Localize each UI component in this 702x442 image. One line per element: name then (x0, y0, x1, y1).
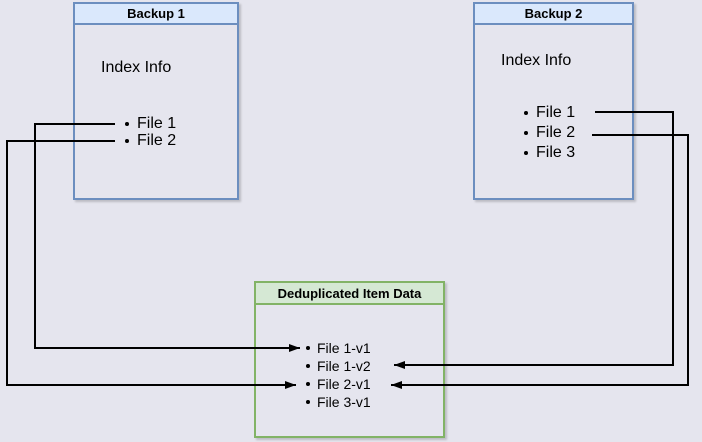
backup1-index-info-label: Index Info (101, 59, 172, 76)
dedup-file1v2-item: File 1-v2 (306, 357, 371, 375)
backup2-file2-label: File 2 (536, 124, 576, 141)
dedup-file1v1-item: File 1-v1 (306, 339, 371, 357)
dedup-file1v2-label: File 1-v2 (317, 358, 371, 374)
backup2-file1-item: File 1 (524, 103, 575, 123)
backup1-title: Backup 1 (75, 4, 237, 25)
dedup-file2v1-label: File 2-v1 (317, 376, 371, 392)
bullet-icon (125, 122, 129, 126)
bullet-icon (306, 364, 310, 368)
bullet-icon (524, 131, 528, 135)
backup2-file3-label: File 3 (536, 144, 576, 161)
bullet-icon (306, 400, 310, 404)
backup2-file3-item: File 3 (524, 143, 575, 163)
dedup-file2v1-item: File 2-v1 (306, 375, 371, 393)
dedup-file1v1-label: File 1-v1 (317, 340, 371, 356)
backup1-box: Backup 1 (73, 2, 239, 200)
backup2-index-info-label: Index Info (501, 52, 572, 69)
dedup-title: Deduplicated Item Data (256, 283, 443, 305)
dedup-file3v1-label: File 3-v1 (317, 394, 371, 410)
bullet-icon (524, 151, 528, 155)
backup2-box: Backup 2 (473, 2, 634, 200)
backup2-title: Backup 2 (475, 4, 632, 25)
backup1-file2-item: File 2 (125, 131, 176, 151)
bullet-icon (306, 382, 310, 386)
dedup-file3v1-item: File 3-v1 (306, 393, 371, 411)
bullet-icon (524, 111, 528, 115)
backup1-file2-label: File 2 (137, 132, 177, 149)
bullet-icon (125, 139, 129, 143)
backup2-file1-label: File 1 (536, 104, 576, 121)
bullet-icon (306, 346, 310, 350)
backup2-file2-item: File 2 (524, 123, 575, 143)
